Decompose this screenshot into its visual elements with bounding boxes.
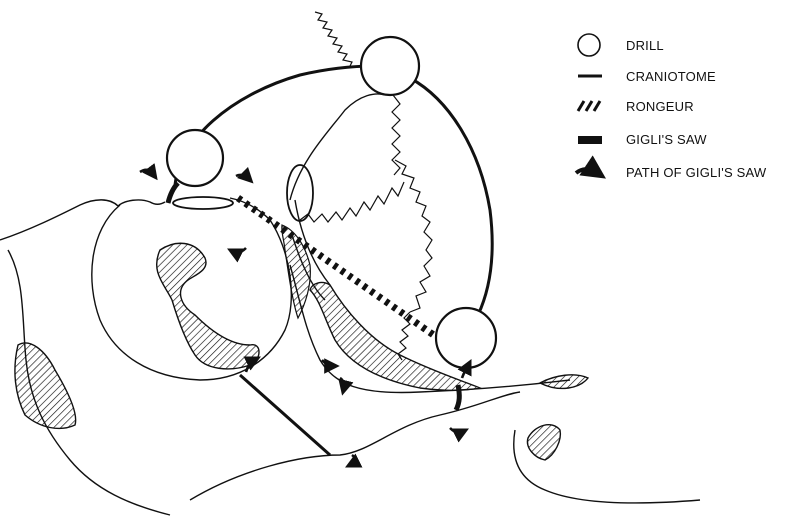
left-contour — [0, 200, 118, 240]
left-flap-circle — [92, 198, 292, 380]
path-arrow-9 — [352, 455, 355, 464]
hatched-region-bottom-right — [527, 425, 560, 460]
legend: DRILL CRANIOTOME RONGEUR GIGLI'S SAW PAT… — [576, 34, 767, 180]
path-arrow-2 — [236, 175, 248, 178]
legend-gigli-saw-label: GIGLI'S SAW — [626, 132, 707, 147]
zigzag-diagonal-right — [395, 160, 432, 312]
upper-left-bump — [118, 200, 165, 206]
legend-gigli-saw-icon — [578, 136, 602, 144]
zigzag-diagonal-left — [300, 182, 404, 222]
burr-hole-right — [436, 308, 496, 368]
legend-drill-icon — [578, 34, 600, 56]
path-arrow-6 — [340, 378, 344, 388]
legend-path-gigli-label: PATH OF GIGLI'S SAW — [626, 165, 767, 180]
lower-contour — [190, 392, 520, 500]
zigzag-top — [315, 12, 352, 66]
zigzag-vertical — [392, 95, 400, 175]
legend-rongeur-label: RONGEUR — [626, 99, 694, 114]
left-burr-groove — [173, 197, 233, 209]
inner-temporal-line — [290, 94, 385, 200]
hatched-region-left — [15, 343, 76, 428]
gigli-saw-lower — [456, 385, 459, 410]
burr-hole-left — [167, 130, 223, 186]
path-arrow-3 — [234, 248, 246, 253]
path-arrow-8 — [450, 428, 462, 433]
legend-craniotome-label: CRANIOTOME — [626, 69, 716, 84]
legend-path-gigli-icon — [576, 169, 596, 173]
craniotome-cut-bottom — [240, 375, 330, 455]
path-arrow-1 — [140, 170, 153, 174]
hatched-region-right — [540, 375, 588, 389]
legend-rongeur-icon — [578, 101, 600, 111]
legend-drill-label: DRILL — [626, 38, 664, 53]
burr-hole-top — [361, 37, 419, 95]
craniotome-cut-right — [410, 78, 492, 315]
hatched-region-c-shape — [157, 243, 259, 369]
